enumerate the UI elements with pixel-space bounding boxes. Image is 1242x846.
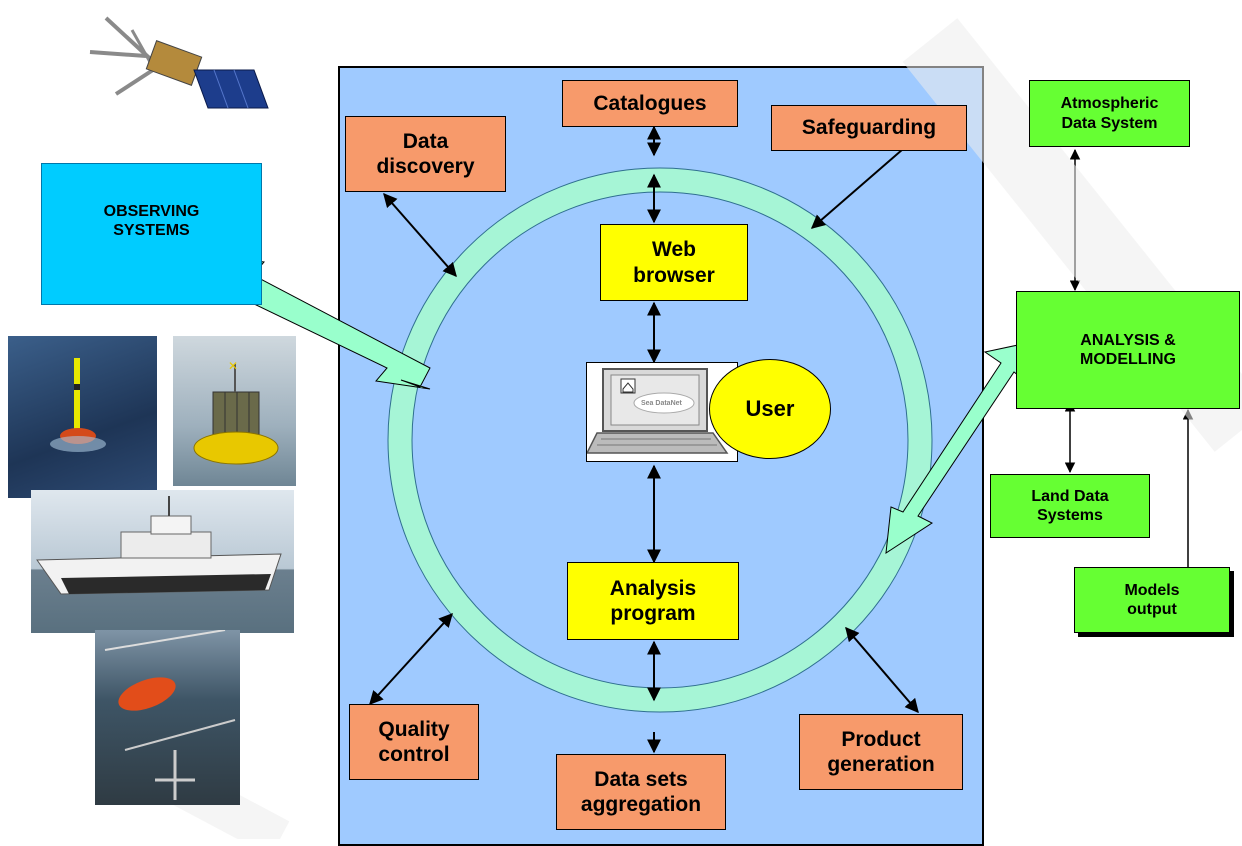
connector-safeguarding — [810, 135, 920, 229]
satellite-icon — [89, 16, 269, 109]
connector-data-discovery — [383, 192, 457, 278]
data-sets-aggregation-label: Data sets aggregation — [580, 767, 702, 816]
laptop-icon — [585, 368, 729, 454]
research-vessel-photo — [31, 490, 294, 633]
data-sets-aggregation-box: Data sets aggregation — [556, 754, 726, 830]
connector-quality-control — [369, 612, 453, 706]
observing-systems-label: OBSERVING SYSTEMS — [103, 203, 200, 240]
catalogues-label: Catalogues — [593, 91, 707, 115]
drifting-buoy-photo — [8, 336, 157, 498]
laptop-illustration: Sea DataNet — [585, 362, 738, 462]
safeguarding-box: Safeguarding — [771, 105, 967, 151]
quality-control-label: Quality control — [378, 717, 450, 766]
quality-control-box: Quality control — [349, 704, 479, 780]
web-browser-label: Web browser — [633, 238, 715, 287]
analysis-program-box: Analysis program — [567, 562, 739, 640]
yellow-buoy-icon: ✕ — [193, 359, 279, 465]
svg-text:✕: ✕ — [228, 359, 238, 373]
ship-deck-icon — [104, 630, 236, 800]
data-discovery-box: Data discovery — [345, 116, 506, 192]
land-data-systems-box: Land Data Systems — [990, 474, 1150, 538]
ship-deck-photo — [95, 630, 240, 805]
connector-product-generation — [845, 626, 919, 714]
user-label: User — [745, 396, 795, 421]
analysis-program-label: Analysis program — [609, 576, 697, 625]
satellite-photo — [76, 8, 276, 128]
analysis-modelling-box: ANALYSIS & MODELLING — [1016, 291, 1240, 409]
product-generation-label: Product generation — [827, 727, 935, 776]
data-discovery-label: Data discovery — [376, 129, 475, 178]
models-output-label: Models output — [1124, 581, 1180, 618]
yellow-buoy-photo: ✕ — [173, 336, 296, 486]
drifting-buoy-icon — [50, 358, 106, 452]
safeguarding-label: Safeguarding — [801, 116, 937, 140]
catalogues-box: Catalogues — [562, 80, 738, 127]
models-output-box: Models output — [1074, 567, 1230, 633]
laptop-screen-text: Sea DataNet — [641, 400, 682, 407]
atmospheric-data-system-label: Atmospheric Data System — [1060, 95, 1159, 132]
user-ellipse: User — [709, 359, 831, 459]
research-vessel-icon — [36, 496, 282, 595]
observing-systems-box: OBSERVING SYSTEMS — [41, 163, 262, 305]
analysis-modelling-label: ANALYSIS & MODELLING — [1080, 331, 1176, 368]
atmospheric-data-system-box: Atmospheric Data System — [1029, 80, 1190, 147]
web-browser-box: Web browser — [600, 224, 748, 301]
land-data-systems-label: Land Data Systems — [1031, 487, 1109, 524]
product-generation-box: Product generation — [799, 714, 963, 790]
